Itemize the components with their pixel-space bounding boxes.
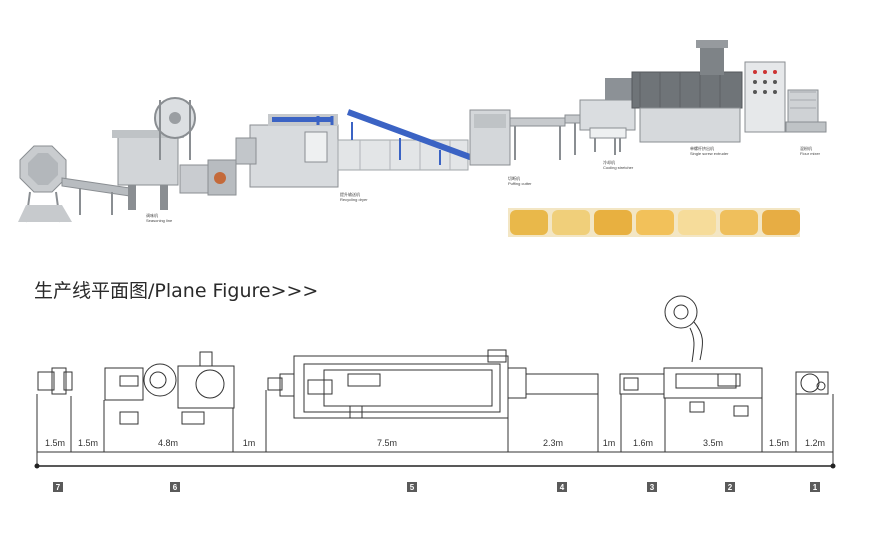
plan-heading: 生产线平面图/Plane Figure>>>: [34, 280, 319, 302]
dim-label: 1m: [243, 438, 256, 448]
snack-samples-strip: [508, 208, 800, 237]
station-number: 3: [650, 483, 655, 492]
plan-station-5-outline: [267, 349, 527, 419]
dim-label: 1.2m: [805, 438, 825, 448]
dim-label: 2.3m: [543, 438, 563, 448]
single-screw-extruder: [605, 40, 786, 143]
dim-label: 1.5m: [78, 438, 98, 448]
station-number: 1: [813, 483, 818, 492]
plan-station-7-outline: [37, 367, 73, 395]
dim-label: 7.5m: [377, 438, 397, 448]
flour-mixer: [785, 89, 827, 133]
dim-label: 1.6m: [633, 438, 653, 448]
plan-station-3-outline: [619, 373, 665, 395]
dim-label: 3.5m: [703, 438, 723, 448]
dim-label: 1.5m: [45, 438, 65, 448]
plan-station-1-outline: [795, 371, 829, 395]
station-number: 2: [728, 483, 733, 492]
dim-label: 4.8m: [158, 438, 178, 448]
plan-base-dots: [34, 463, 836, 469]
plan-station-4-outline: [525, 373, 599, 395]
plan-station-2-outline: [663, 295, 763, 417]
fryer-unit: [112, 97, 237, 210]
cooling-stretcher: [579, 99, 636, 152]
station-number: 5: [410, 483, 415, 492]
dim-label: 1.5m: [769, 438, 789, 448]
dim-label: 1m: [603, 438, 616, 448]
recycling-dryer: [235, 109, 480, 188]
station-number: 4: [560, 483, 565, 492]
seasoning-drum: [18, 145, 72, 223]
production-line-illustration: [18, 40, 827, 237]
station-number: 7: [56, 483, 61, 492]
station-number: 6: [173, 483, 178, 492]
plan-station-6-outline: [104, 351, 235, 425]
